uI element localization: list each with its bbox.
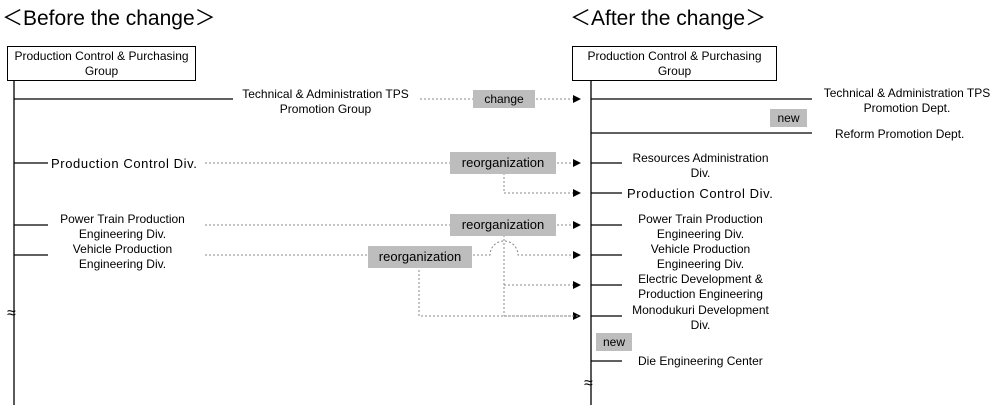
after-unit-reform: Reform Promotion Dept. bbox=[835, 127, 965, 141]
after-break-mark: ≈ bbox=[584, 375, 593, 392]
before-unit-tps: Technical & Administration TPS Promotion… bbox=[242, 87, 409, 116]
arrow-vehicle-monodukuri bbox=[418, 266, 581, 320]
after-unit-production-control: Production Control Div. bbox=[627, 186, 774, 201]
after-unit-vehicle: Vehicle Production Engineering Div. bbox=[650, 242, 751, 271]
tag-change: change bbox=[473, 90, 535, 108]
after-group-label: Production Control & Purchasing Group bbox=[587, 48, 762, 78]
before-group-label: Production Control & Purchasing Group bbox=[14, 48, 189, 78]
before-break-mark: ≈ bbox=[7, 305, 16, 322]
heading-after: ＜After the change＞ bbox=[570, 7, 767, 30]
after-unit-electric: Electric Development & Production Engine… bbox=[638, 272, 763, 301]
after-unit-tps: Technical & Administration TPS Promotion… bbox=[823, 86, 991, 115]
after-unit-die: Die Engineering Center bbox=[638, 354, 763, 368]
after-unit-monodukuri: Monodukuri Development Div. bbox=[632, 303, 769, 332]
after-group-box: Production Control & Purchasing Group bbox=[572, 46, 777, 81]
before-unit-vehicle: Vehicle Production Engineering Div. bbox=[72, 242, 173, 271]
before-group-box: Production Control & Purchasing Group bbox=[7, 46, 196, 81]
tag-reorganization-power-train: reorganization bbox=[450, 214, 556, 236]
heading-before: ＜Before the change＞ bbox=[2, 7, 216, 30]
tag-reorganization-vehicle: reorganization bbox=[368, 246, 472, 268]
arrow-vehicle-reorg bbox=[205, 240, 581, 259]
before-unit-production-control: Production Control Div. bbox=[51, 156, 198, 171]
after-unit-resources-admin: Resources Administration Div. bbox=[632, 151, 769, 180]
tag-reorganization-production-control: reorganization bbox=[450, 152, 556, 174]
tag-new-reform: new bbox=[770, 109, 807, 127]
tag-new-die: new bbox=[596, 333, 632, 351]
before-unit-power-train: Power Train Production Engineering Div. bbox=[60, 212, 185, 241]
arrow-production-control-split bbox=[503, 173, 581, 197]
after-unit-power-train: Power Train Production Engineering Div. bbox=[638, 212, 763, 241]
